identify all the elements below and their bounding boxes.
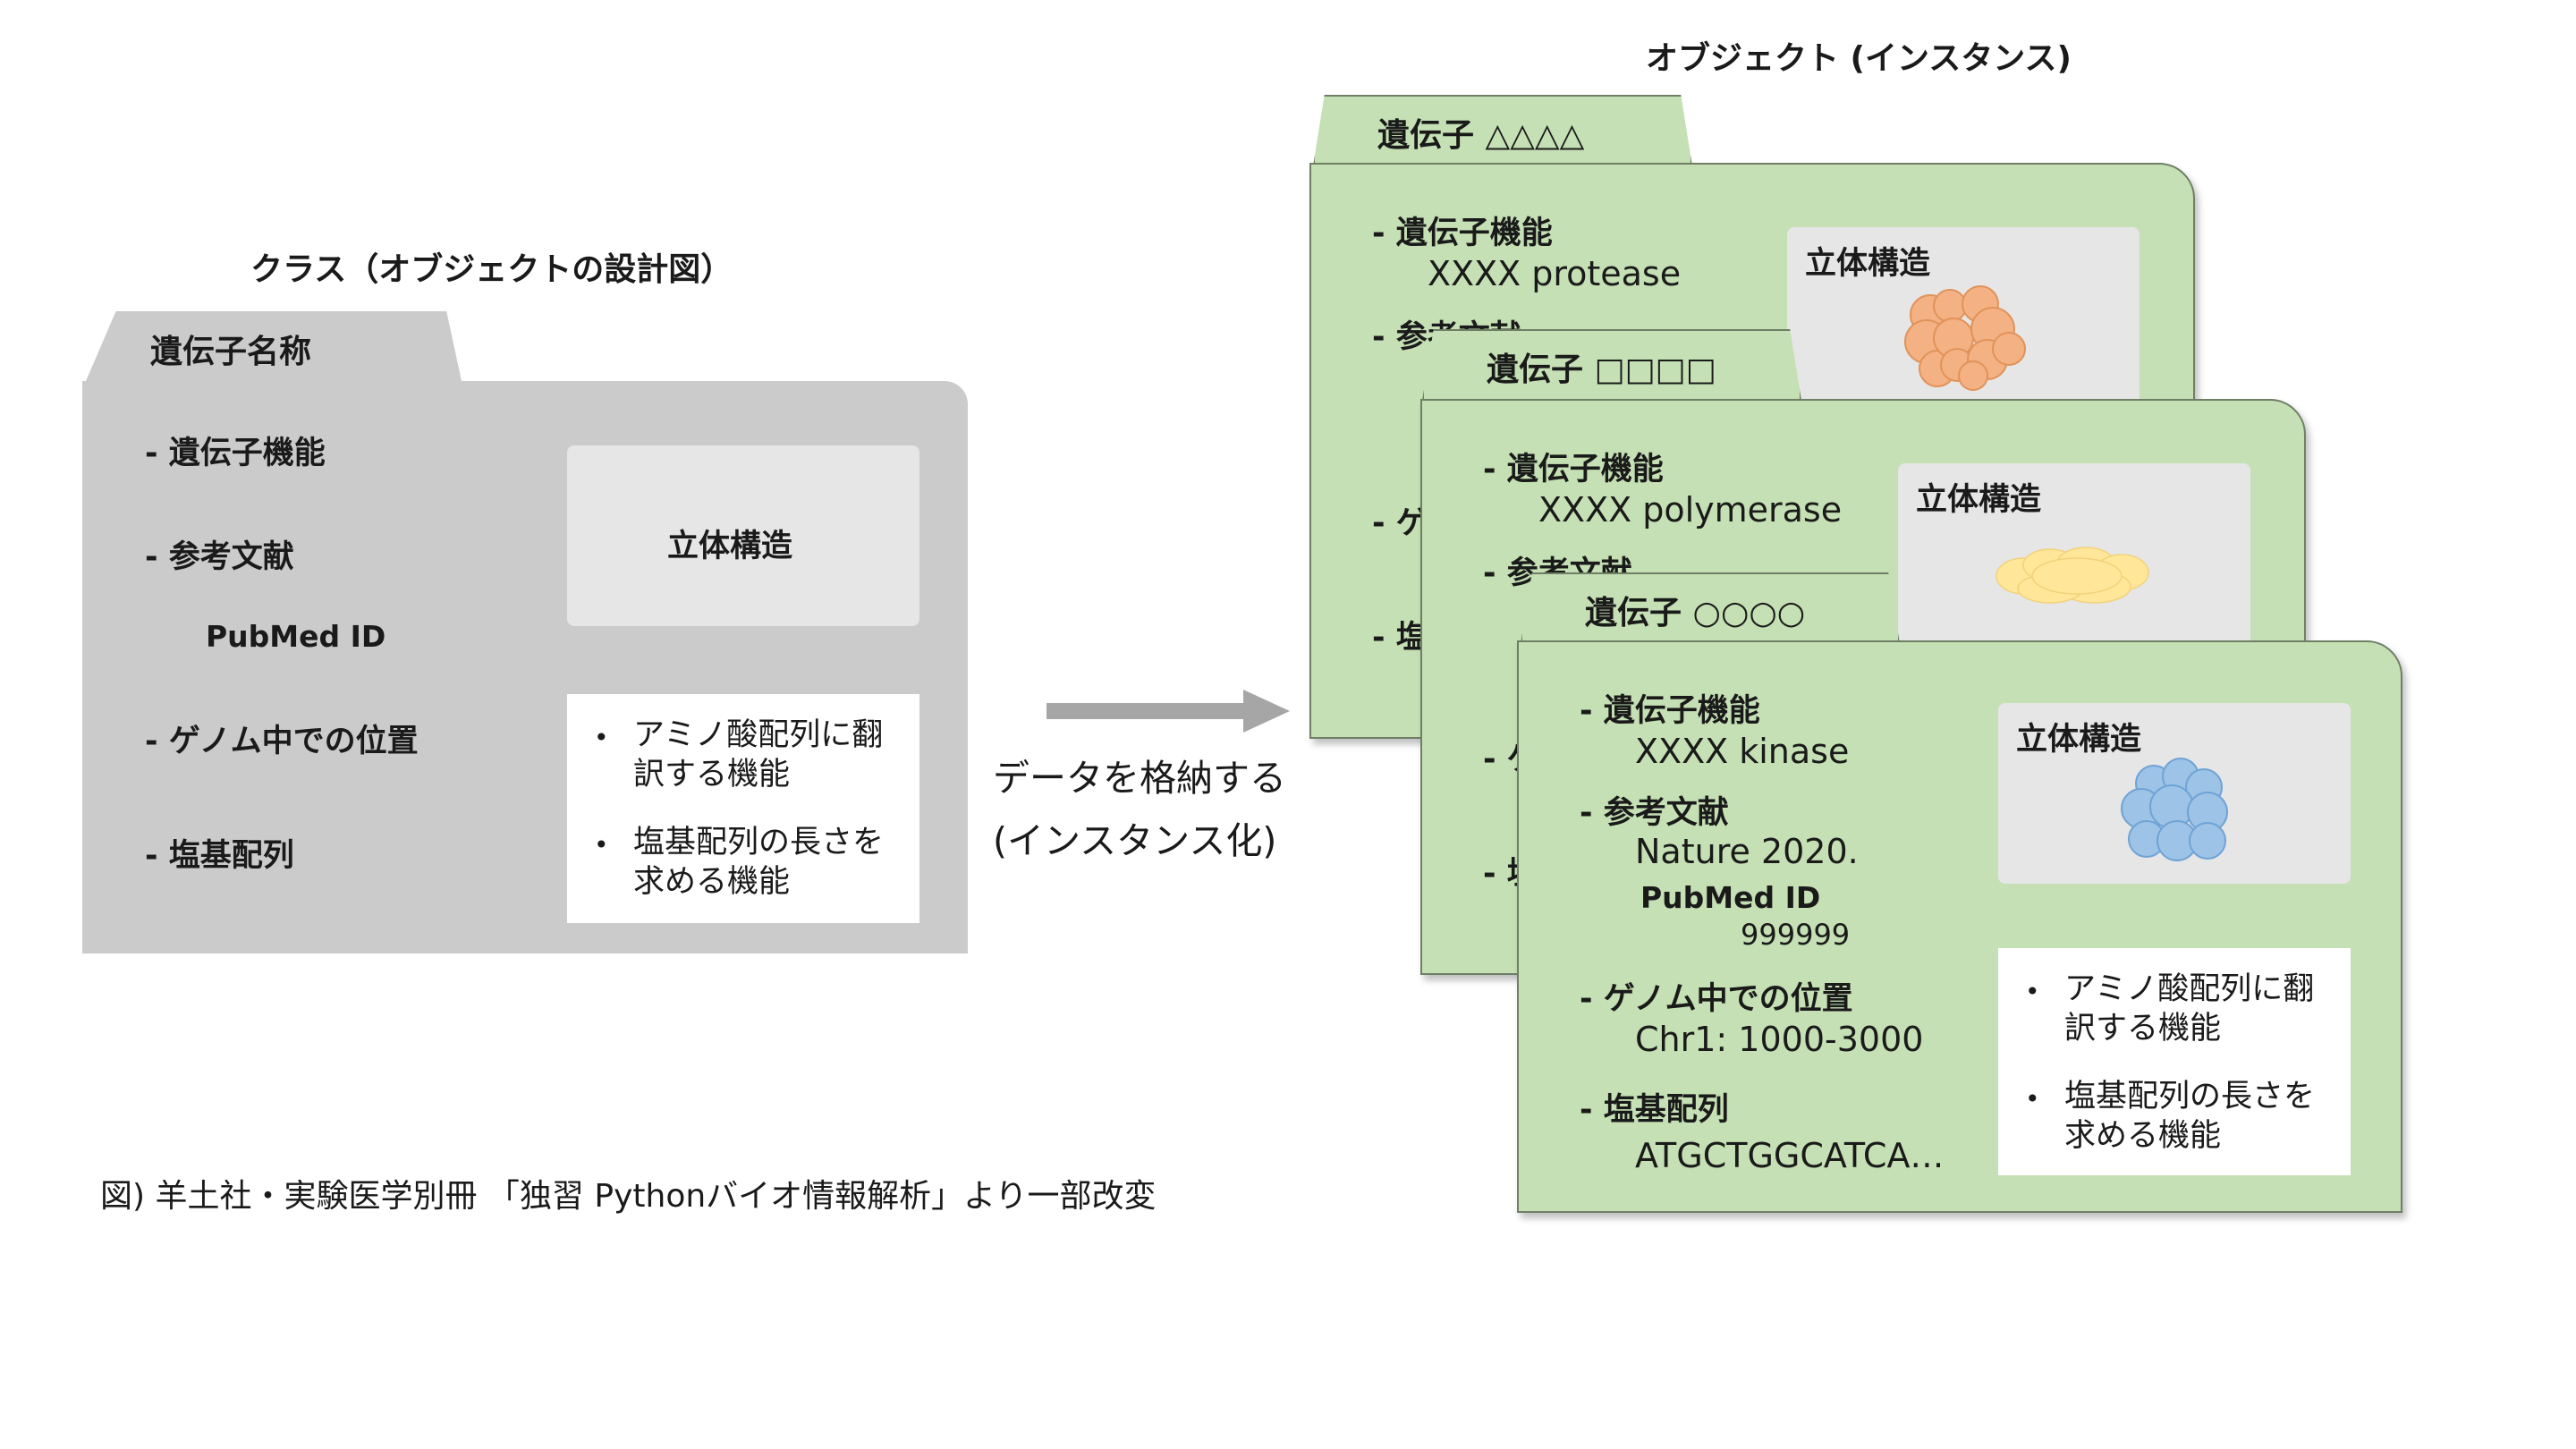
class-tab [86, 311, 462, 381]
card-2-tab [1422, 329, 1801, 401]
card-3-method-2-line2: 求める機能 [2064, 1118, 2222, 1154]
card-1-structure-box: 立体構造 [1787, 227, 2140, 410]
bullet-icon: • [594, 830, 609, 860]
class-field-reference: - 参考文献 [145, 539, 294, 575]
card-3-reference-value: Nature 2020. [1635, 832, 1859, 871]
card-3-structure-box: 立体構造 [1998, 703, 2351, 884]
class-structure-label: 立体構造 [667, 529, 793, 564]
card-1-function-value: XXXX protease [1428, 254, 1682, 293]
card-3-sequence-label: - 塩基配列 [1580, 1092, 1729, 1128]
arrow-label-line2: (インスタンス化) [993, 819, 1277, 862]
card-1-tab [1313, 95, 1692, 166]
class-method-2-line2: 求める機能 [633, 864, 791, 900]
card-3-tab [1521, 572, 1900, 644]
card-1-sequence-label: - 塩 [1372, 620, 1428, 656]
card-3-method-2-line1: 塩基配列の長さを [2064, 1079, 2316, 1114]
protein-structure-icon [1904, 285, 2026, 391]
class-method-2-line1: 塩基配列の長さを [633, 825, 885, 860]
card-3-function-value: XXXX kinase [1635, 732, 1850, 771]
card-3-method-1-line1: アミノ酸配列に翻 [2064, 971, 2315, 1007]
card-3-pubmed-label: PubMed ID [1640, 880, 1821, 915]
class-field-position: - ゲノム中での位置 [145, 724, 419, 759]
card-2-function-value: XXXX polymerase [1538, 490, 1843, 530]
card-3-pubmed-value: 999999 [1741, 918, 1851, 952]
card-1-position-label: - ゲ [1372, 505, 1428, 541]
card-3-method-1-line2: 訳する機能 [2064, 1011, 2222, 1046]
card-3: - 遺伝子機能 XXXX kinase - 参考文献 Nature 2020. … [1517, 640, 2402, 1213]
class-methods-box [567, 694, 919, 923]
card-3-structure-label: 立体構造 [2016, 722, 2142, 758]
arrow-right-icon [1243, 690, 1290, 733]
objects-title: オブジェクト (インスタンス) [1646, 40, 2072, 77]
card-3-function-label: - 遺伝子機能 [1580, 693, 1760, 729]
card-3-methods-box: • アミノ酸配列に翻 訳する機能 • 塩基配列の長さを 求める機能 [1998, 948, 2351, 1175]
protein-structure-icon [2121, 758, 2228, 861]
arrow-label-line1: データを格納する [993, 757, 1286, 800]
class-pubmed-label: PubMed ID [206, 619, 386, 654]
class-field-sequence: - 塩基配列 [145, 838, 294, 874]
card-3-tab-label: 遺伝子 ○○○○ [1585, 595, 1806, 631]
class-field-function: - 遺伝子機能 [145, 436, 326, 471]
class-title: クラス（オブジェクトの設計図） [250, 251, 733, 288]
bullet-icon: • [594, 723, 609, 752]
card-1-function-label: - 遺伝子機能 [1372, 216, 1553, 251]
card-2-function-label: - 遺伝子機能 [1483, 452, 1664, 487]
card-1-tab-label: 遺伝子 △△△△ [1377, 117, 1585, 154]
arrow-shaft [1046, 703, 1252, 719]
card-3-position-value: Chr1: 1000-3000 [1635, 1020, 1924, 1059]
protein-structure-icon [1996, 547, 2149, 604]
bullet-icon: • [2025, 977, 2040, 1006]
card-3-reference-label: - 参考文献 [1580, 795, 1729, 831]
class-method-1-line2: 訳する機能 [633, 757, 791, 792]
class-method-1-line1: アミノ酸配列に翻 [633, 717, 884, 753]
card-2-tab-label: 遺伝子 □□□□ [1487, 352, 1716, 388]
card-2-structure-label: 立体構造 [1916, 482, 2042, 518]
card-3-sequence-value: ATGCTGGCATCA… [1635, 1136, 1945, 1175]
figure-caption: 図) 羊土社・実験医学別冊 「独習 Pythonバイオ情報解析」より一部改変 [100, 1178, 1157, 1215]
class-structure-box [567, 445, 919, 626]
bullet-icon: • [2025, 1084, 2040, 1114]
card-3-position-label: - ゲノム中での位置 [1580, 981, 1853, 1017]
card-2-structure-box: 立体構造 [1898, 463, 2250, 646]
class-tab-label: 遺伝子名称 [150, 334, 312, 370]
card-1-structure-label: 立体構造 [1805, 246, 1931, 282]
